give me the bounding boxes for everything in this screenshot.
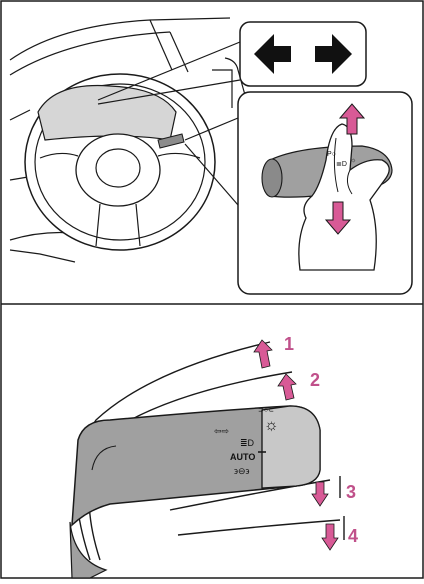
parking-light-icon: ⊃○⊂ <box>258 407 274 414</box>
turn-signal-icon: ⇦⇨ <box>214 426 230 436</box>
position-1-arrow-icon <box>254 340 272 368</box>
turn-arrows-callout <box>240 22 366 86</box>
position-4-arrow-icon <box>322 524 338 550</box>
steering-hub <box>76 134 160 206</box>
position-label-4: 4 <box>348 526 358 546</box>
bottom-panel: ⇦⇨ ≣D AUTO ϶⊖϶ ☼ ⊃○⊂ 1 2 3 4 <box>70 334 358 578</box>
position-label-1: 1 <box>284 334 294 354</box>
svg-text:☼: ☼ <box>350 157 356 164</box>
svg-text:≣D: ≣D <box>336 159 347 168</box>
hand-callout: P○ ≣D ☼ <box>238 92 412 294</box>
position-2-arrow-icon <box>278 374 296 400</box>
top-panel: P○ ≣D ☼ <box>10 18 412 294</box>
svg-text:P○: P○ <box>327 151 336 158</box>
turn-signal-lever: ⇦⇨ ≣D AUTO ϶⊖϶ ☼ ⊃○⊂ <box>70 406 320 578</box>
position-label-3: 3 <box>346 482 356 502</box>
high-beam-icon: ϶⊖϶ <box>234 466 250 476</box>
headlight-icon: ≣D <box>240 438 255 448</box>
position-label-2: 2 <box>310 370 320 390</box>
sun-icon: ☼ <box>264 417 279 434</box>
position-3-arrow-icon <box>312 482 328 506</box>
auto-label: AUTO <box>230 452 255 462</box>
